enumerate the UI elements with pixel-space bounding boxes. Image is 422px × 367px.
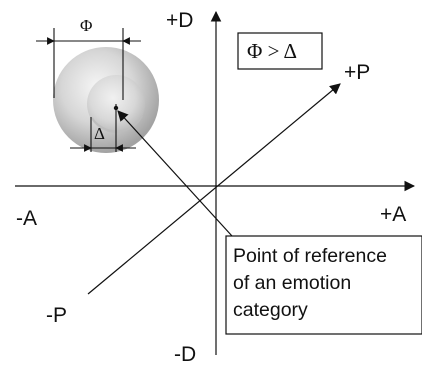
- condition-box: [237, 32, 323, 70]
- reference-point: [113, 105, 119, 111]
- phi-label: Φ: [80, 16, 92, 35]
- reference-line-2: of an emotion: [233, 272, 351, 294]
- d-negative-label: -D: [174, 343, 196, 366]
- p-positive-label: +P: [344, 61, 370, 84]
- reference-pointer-line: [117, 110, 233, 237]
- p-axis: [87, 83, 341, 295]
- d-positive-label: +D: [166, 9, 193, 32]
- a-negative-label: -A: [16, 207, 37, 230]
- condition-text: Φ > Δ: [247, 39, 297, 63]
- p-negative-label: -P: [46, 304, 67, 327]
- reference-line-1: Point of reference: [233, 245, 387, 267]
- a-positive-label: +A: [380, 203, 406, 226]
- inner-sphere-shadow: [91, 115, 143, 133]
- delta-label: Δ: [94, 124, 105, 143]
- reference-line-3: category: [233, 299, 308, 321]
- reference-box: [225, 235, 422, 335]
